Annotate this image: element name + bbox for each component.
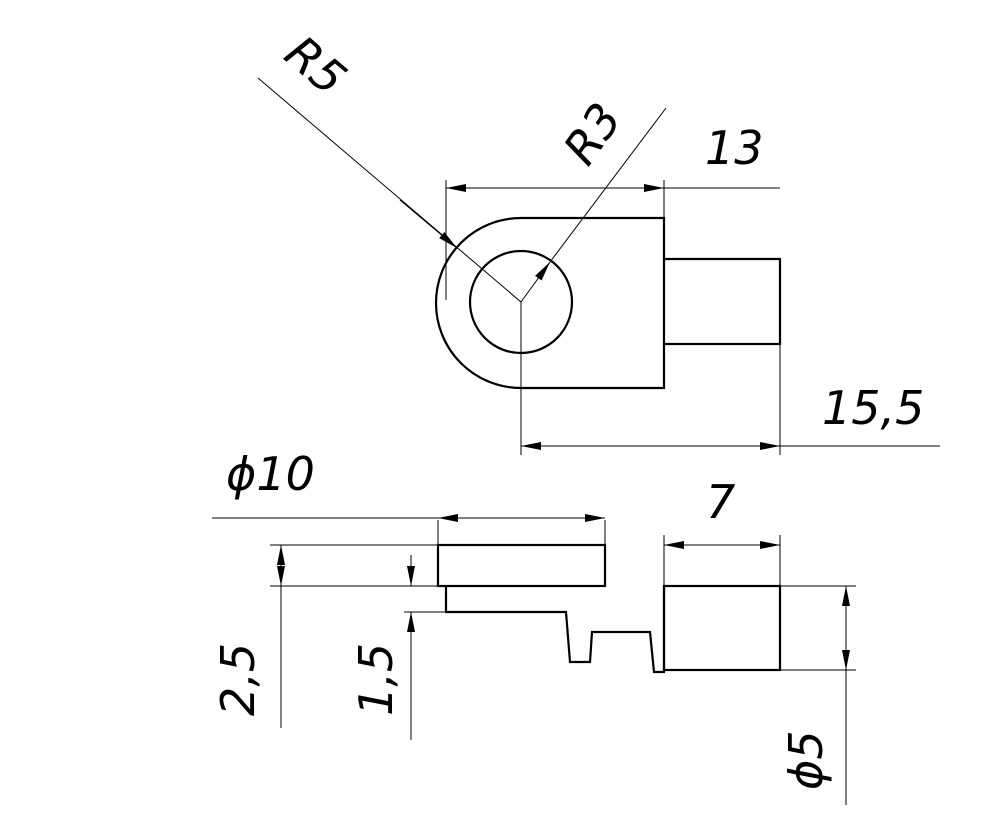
side-view: ϕ10 7 2,5 1,5 ϕ5 <box>211 447 856 805</box>
dim-2-5-label: 2,5 <box>211 643 265 716</box>
dim-1-5-label: 1,5 <box>349 643 403 716</box>
side-view-head <box>436 543 607 588</box>
top-view-body-outline <box>434 216 666 390</box>
side-view-body-outline <box>444 586 666 674</box>
r3-leader-arrow <box>520 261 551 303</box>
dim-13-label: 13 <box>705 121 764 175</box>
dia5-label: ϕ5 <box>779 730 833 790</box>
r5-label: R5 <box>275 25 357 106</box>
r5-leader-arrow <box>399 199 458 249</box>
dim-7-label: 7 <box>706 475 735 529</box>
r3-label: R3 <box>553 93 632 174</box>
dia10-label: ϕ10 <box>226 447 315 501</box>
r3-leader-ext <box>549 107 667 263</box>
r5-leader-ext <box>257 77 522 303</box>
top-view-pin-outline <box>664 257 782 346</box>
side-view-shank <box>662 584 782 672</box>
top-view: 13 15,5 R5 R3 <box>257 25 940 455</box>
dim-15-5-label: 15,5 <box>822 381 924 435</box>
